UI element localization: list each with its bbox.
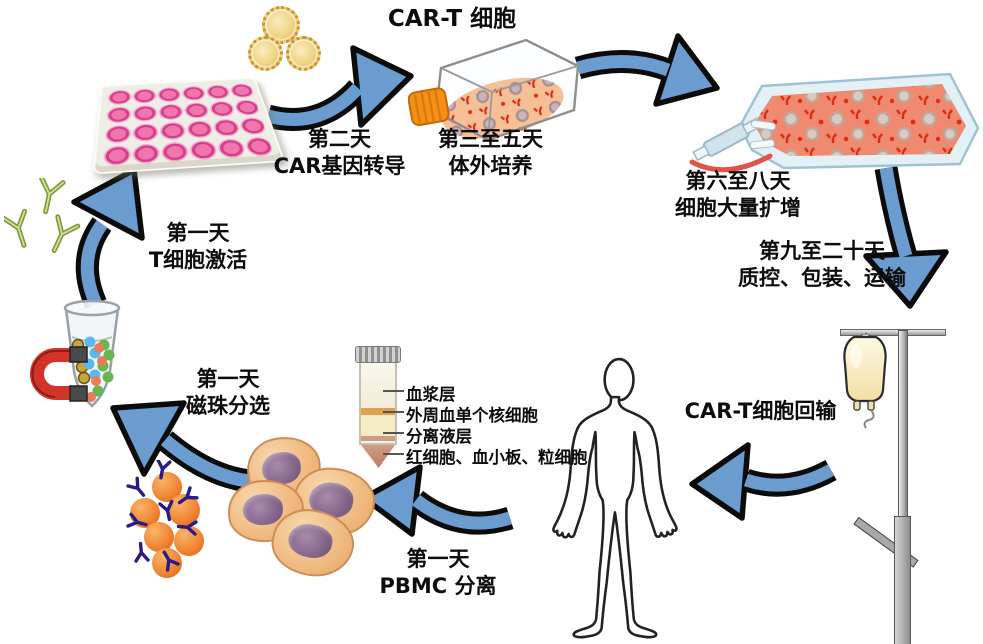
tube-label-rbc: 红细胞、血小板、粒细胞 xyxy=(406,448,588,467)
transduction-arrow-icon xyxy=(265,45,414,131)
human-body-outline xyxy=(552,357,678,639)
antibody-icons xyxy=(4,178,81,254)
step-beads-line1: 第一天 xyxy=(196,367,260,391)
tube-label-separation-fluid: 分离液层 xyxy=(406,427,472,446)
step-qc-line1: 第九至二十天 xyxy=(759,239,885,263)
magnetic-bead-cluster xyxy=(126,460,216,580)
step-activation-line1: 第一天 xyxy=(166,221,230,245)
step-bead-selection-label: 第一天 磁珠分选 xyxy=(158,366,298,421)
reinfusion-arrow-icon xyxy=(689,442,837,521)
infusion-bag xyxy=(843,334,887,429)
activation-arrow-icon xyxy=(71,167,145,309)
separation-tube-cap xyxy=(355,346,401,363)
leader-line-fluid xyxy=(383,432,404,434)
step-transduction-label: 第二天 CAR基因转导 xyxy=(252,126,427,181)
rbc-layer xyxy=(361,436,395,441)
syringe-connector-icon xyxy=(689,117,776,173)
step-transduction-line1: 第二天 xyxy=(308,127,371,151)
step-qc-line2: 质控、包装、运输 xyxy=(738,266,906,291)
lentivirus-icon xyxy=(286,36,321,71)
culture-plate-wells xyxy=(102,82,275,168)
step-expansion-line1: 第六至八天 xyxy=(685,169,791,193)
cart-cells-title: CAR-T 细胞 xyxy=(387,6,517,32)
leader-line-rbc xyxy=(383,453,404,455)
step-activation-label: 第一天 T细胞激活 xyxy=(128,220,268,275)
qc-transport-arrow-icon xyxy=(863,166,949,309)
step-expansion-line2: 细胞大量扩增 xyxy=(675,196,801,221)
magnetic-bead xyxy=(174,526,204,556)
iv-pole-top-bar xyxy=(840,329,946,336)
pbmc-separation-arrow-icon xyxy=(361,464,514,537)
iv-pole-sleeve xyxy=(894,516,911,644)
step-pbmc-line2: PBMC 分离 xyxy=(379,574,497,599)
step-activation-line2: T细胞激活 xyxy=(148,248,248,273)
step-beads-line2: 磁珠分选 xyxy=(186,394,270,419)
step-culture-line1: 第三至五天 xyxy=(438,127,543,151)
step-expansion-label: 第六至八天 细胞大量扩增 xyxy=(638,168,838,223)
horseshoe-magnet-icon xyxy=(30,346,88,402)
step-culture-line2: 体外培养 xyxy=(448,154,533,179)
tube-label-plasma: 血浆层 xyxy=(406,385,456,404)
lentivirus-icon xyxy=(248,36,283,71)
bead-antibody-icons xyxy=(126,460,199,572)
step-pbmc-line1: 第一天 xyxy=(406,547,470,571)
step-qc-transport-label: 第九至二十天 质控、包装、运输 xyxy=(712,238,932,293)
pbmc-layer xyxy=(361,408,395,415)
tube-label-pbmc: 外周血单个核细胞 xyxy=(406,406,538,425)
leader-line-plasma xyxy=(383,390,404,392)
step-pbmc-separation-label: 第一天 PBMC 分离 xyxy=(358,546,518,601)
step-transduction-line2: CAR基因转导 xyxy=(273,154,406,179)
cell-culture-bag xyxy=(738,72,980,170)
step-culture-label: 第三至五天 体外培养 xyxy=(398,126,583,181)
culture-flask xyxy=(408,38,580,142)
separation-fluid-layer xyxy=(361,415,395,436)
cell-nucleus xyxy=(285,520,335,562)
magnet-tube xyxy=(63,299,121,408)
magnetic-bead xyxy=(144,522,174,552)
expansion-arrow-icon xyxy=(574,33,720,107)
plasma-layer xyxy=(361,361,395,408)
step-reinfusion-label: CAR-T细胞回输 xyxy=(684,399,837,423)
leader-line-pbmc xyxy=(383,411,404,413)
separation-tube xyxy=(359,361,397,445)
iv-pole xyxy=(898,330,908,644)
